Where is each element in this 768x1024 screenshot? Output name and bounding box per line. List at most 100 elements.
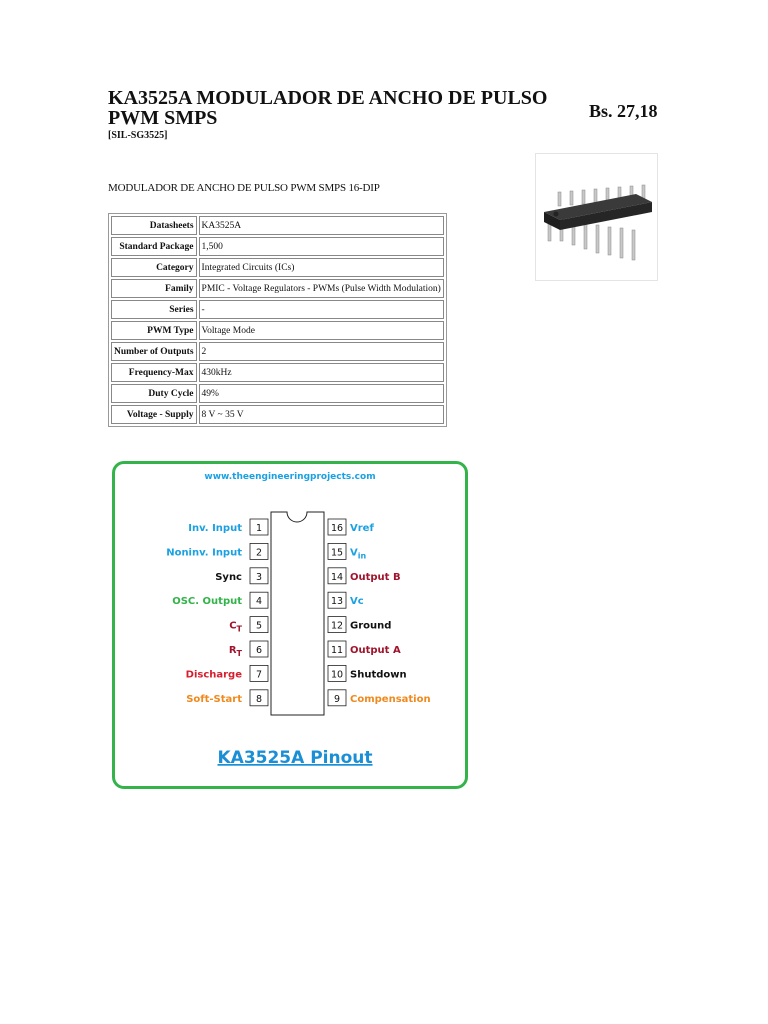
- website-label: www.theengineeringprojects.com: [204, 472, 375, 482]
- pinout-svg: www.theengineeringprojects.com 1 Inv. Inp…: [166, 472, 431, 768]
- spec-row: Series-: [111, 300, 444, 319]
- pin-number: 10: [331, 669, 343, 680]
- spec-value: Integrated Circuits (ICs): [198, 258, 444, 277]
- pin-number: 12: [331, 621, 343, 632]
- product-sku: [SIL-SG3525]: [108, 130, 168, 141]
- pin-label-main: Noninv. Input: [166, 547, 242, 558]
- pin-label-main: V: [350, 547, 358, 558]
- pin-box: [327, 518, 347, 536]
- product-subtitle: MODULADOR DE ANCHO DE PULSO PWM SMPS 16-…: [108, 182, 380, 194]
- pin-label: Compensation: [350, 694, 431, 705]
- pin-box: [327, 567, 347, 585]
- pin-label-main: Ground: [350, 621, 391, 632]
- pin-label-main: Output B: [350, 572, 401, 583]
- pin-number: 1: [256, 523, 262, 534]
- pin-label-subscript: T: [237, 625, 243, 634]
- pin-label-main: Sync: [215, 572, 242, 583]
- pin-label: CT: [229, 621, 242, 634]
- pin-number: 9: [334, 694, 340, 705]
- spec-value: -: [198, 300, 444, 319]
- spec-key: Standard Package: [111, 237, 197, 256]
- pin-label-main: Shutdown: [350, 669, 407, 680]
- pin-label: Inv. Input: [188, 523, 242, 534]
- pin-label: Output A: [350, 645, 401, 656]
- spec-key: PWM Type: [111, 321, 197, 340]
- spec-key: Category: [111, 258, 197, 277]
- pin-number: 8: [256, 694, 262, 705]
- pin-label-main: OSC. Output: [172, 596, 242, 607]
- pin-label-main: Compensation: [350, 694, 431, 705]
- spec-value: 1,500: [198, 237, 444, 256]
- spec-key: Number of Outputs: [111, 342, 197, 361]
- spec-value: KA3525A: [198, 216, 444, 235]
- spec-value: 2: [198, 342, 444, 361]
- pin-label: Discharge: [186, 669, 243, 680]
- pin-box: [249, 664, 269, 682]
- spec-value: PMIC - Voltage Regulators - PWMs (Pulse …: [198, 279, 444, 298]
- chip-product-image: [535, 153, 658, 281]
- spec-value: Voltage Mode: [198, 321, 444, 340]
- pin-label-main: Inv. Input: [188, 523, 242, 534]
- pin-label-main: C: [229, 621, 236, 632]
- pin-number: 14: [331, 572, 343, 583]
- pin-label-subscript: in: [358, 551, 367, 560]
- spec-key: Family: [111, 279, 197, 298]
- pin-label-main: R: [229, 645, 237, 656]
- pin-label-main: Vc: [350, 596, 364, 607]
- pin-box: [249, 543, 269, 560]
- pin-box: [249, 616, 269, 634]
- pin-label: Vin: [350, 547, 366, 560]
- spec-key: Voltage - Supply: [111, 405, 197, 424]
- pin-number: 4: [256, 596, 262, 607]
- pin-box: [249, 591, 269, 609]
- pin-label-main: Vref: [350, 523, 374, 534]
- pin-label: Vc: [350, 596, 364, 607]
- pin-number: 2: [256, 547, 262, 558]
- pin-box: [249, 518, 269, 536]
- pin-box: [249, 689, 269, 707]
- pin-label-main: Discharge: [186, 669, 243, 680]
- pin-box: [249, 567, 269, 585]
- pin-label: RT: [229, 645, 243, 658]
- pin-number: 13: [331, 596, 343, 607]
- spec-value: 49%: [198, 384, 444, 403]
- pin-label: Sync: [215, 572, 242, 583]
- pinout-caption: KA3525A Pinout: [217, 748, 372, 768]
- product-price: Bs. 27,18: [589, 101, 658, 121]
- spec-value: 430kHz: [198, 363, 444, 382]
- pin-label: Soft-Start: [186, 694, 242, 705]
- pin-box: [327, 640, 347, 658]
- pin-box: [249, 640, 269, 658]
- dip16-chip-illustration: [544, 184, 652, 261]
- pin-number: 3: [256, 572, 262, 583]
- pin-number: 6: [256, 645, 262, 656]
- pin-box: [327, 664, 347, 682]
- pin-number: 11: [331, 645, 343, 656]
- pin-label-main: Soft-Start: [186, 694, 242, 705]
- pin-number: 5: [256, 621, 262, 632]
- pin-label: Ground: [350, 621, 391, 632]
- pin-number: 7: [256, 669, 262, 680]
- pin-box: [327, 543, 347, 560]
- spec-key: Duty Cycle: [111, 384, 197, 403]
- spec-key: Series: [111, 300, 197, 319]
- pin-label: Output B: [350, 572, 401, 583]
- pin-box: [327, 689, 347, 707]
- pinout-diagram: www.theengineeringprojects.com 1 Inv. Inp…: [112, 461, 468, 789]
- ic-body: [270, 511, 325, 716]
- pin-label: Shutdown: [350, 669, 407, 680]
- pin-label-subscript: T: [237, 649, 243, 658]
- spec-value: 8 V ~ 35 V: [198, 405, 444, 424]
- pin-number: 16: [331, 523, 343, 534]
- spec-key: Frequency-Max: [111, 363, 197, 382]
- product-title: KA3525A MODULADOR DE ANCHO DE PULSO PWM …: [108, 87, 548, 129]
- pin-label: Vref: [350, 523, 374, 534]
